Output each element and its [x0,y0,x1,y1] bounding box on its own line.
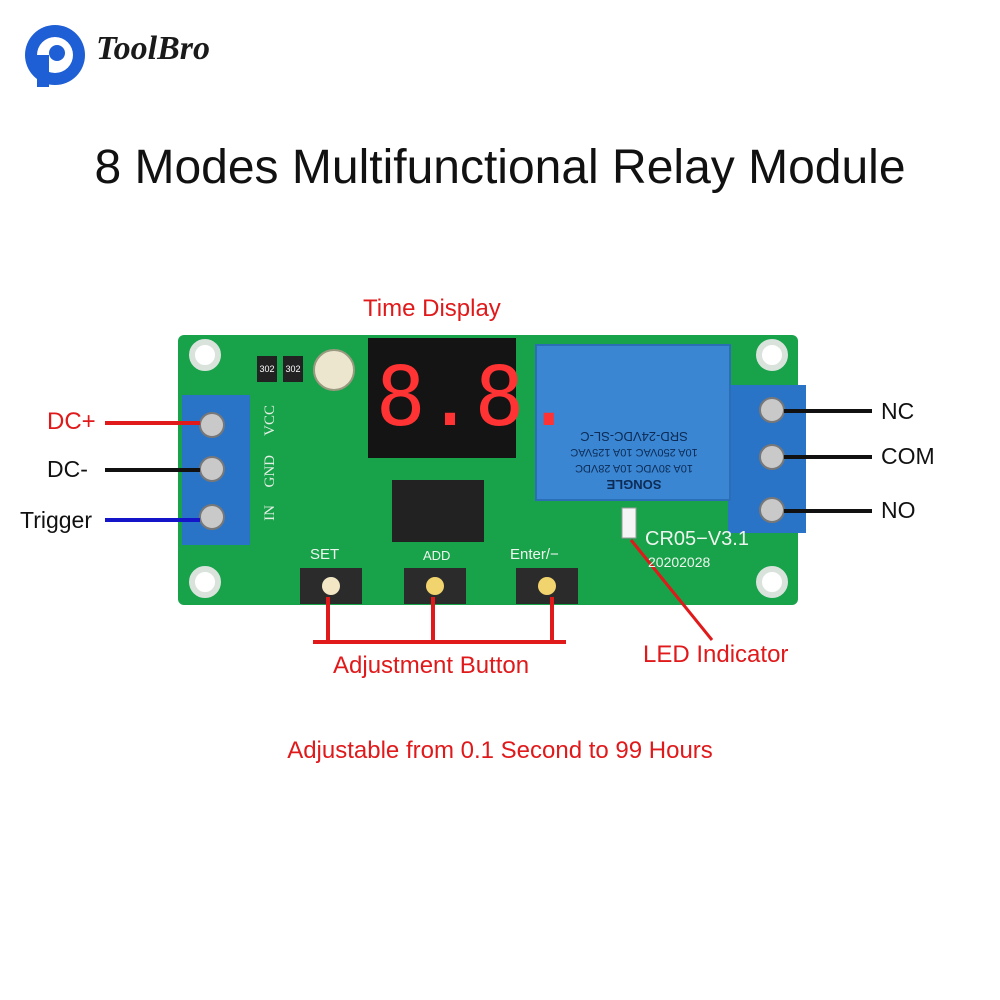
dc-plus-label: DC+ [47,408,96,435]
led [621,507,637,539]
trigger-label: Trigger [20,507,92,533]
silk-enter: Enter/− [510,546,559,563]
footer-note: Adjustable from 0.1 Second to 99 Hours [287,737,713,764]
silk-vcc: VCC [262,405,278,436]
toolbro-logo-icon [25,25,85,87]
page-title: 8 Modes Multifunctional Relay Module [94,141,906,194]
dc-minus-label: DC- [47,456,88,482]
silk-add: ADD [423,548,451,563]
relay [535,344,731,501]
led-indicator-label: LED Indicator [643,641,789,668]
output-screws [759,397,785,523]
mounting-holes [189,339,788,598]
no-label: NO [881,497,916,523]
capacitor [313,349,355,391]
silk-set: SET [310,546,340,563]
silk-in: IN [262,505,278,521]
relay-label: SONGLE 10A 30VDC 10A 28VDC 10A 250VAC 10… [548,428,720,492]
display-digits: 8.8. [376,350,574,445]
adjustment-button-label: Adjustment Button [333,652,530,679]
relay-text-3: 10A 30VDC 10A 28VDC [574,462,694,474]
adjustment-bracket [313,597,566,644]
nc-label: NC [881,398,915,424]
relay-text-1: SRD-24VDC-SL-C [580,429,688,444]
silk-model: CR05−V3.1 [645,528,749,550]
time-display-label: Time Display [363,295,501,322]
com-label: COM [881,443,935,469]
relay-text-2: 10A 250VAC 10A 125VAC [570,446,698,458]
resistor-2: 302 [283,356,303,382]
push-buttons [300,568,578,604]
seven-segment-display [368,338,516,458]
ic-chip [392,480,484,542]
input-screws [199,412,225,530]
led-pointer-line [629,539,714,641]
relay-text-songle: SONGLE [606,477,662,492]
silk-date: 20202028 [648,554,711,570]
resistor-1: 302 [257,356,277,382]
brand-name: ToolBro [96,30,211,67]
output-lines [784,409,872,513]
silk-gnd: GND [262,455,278,488]
